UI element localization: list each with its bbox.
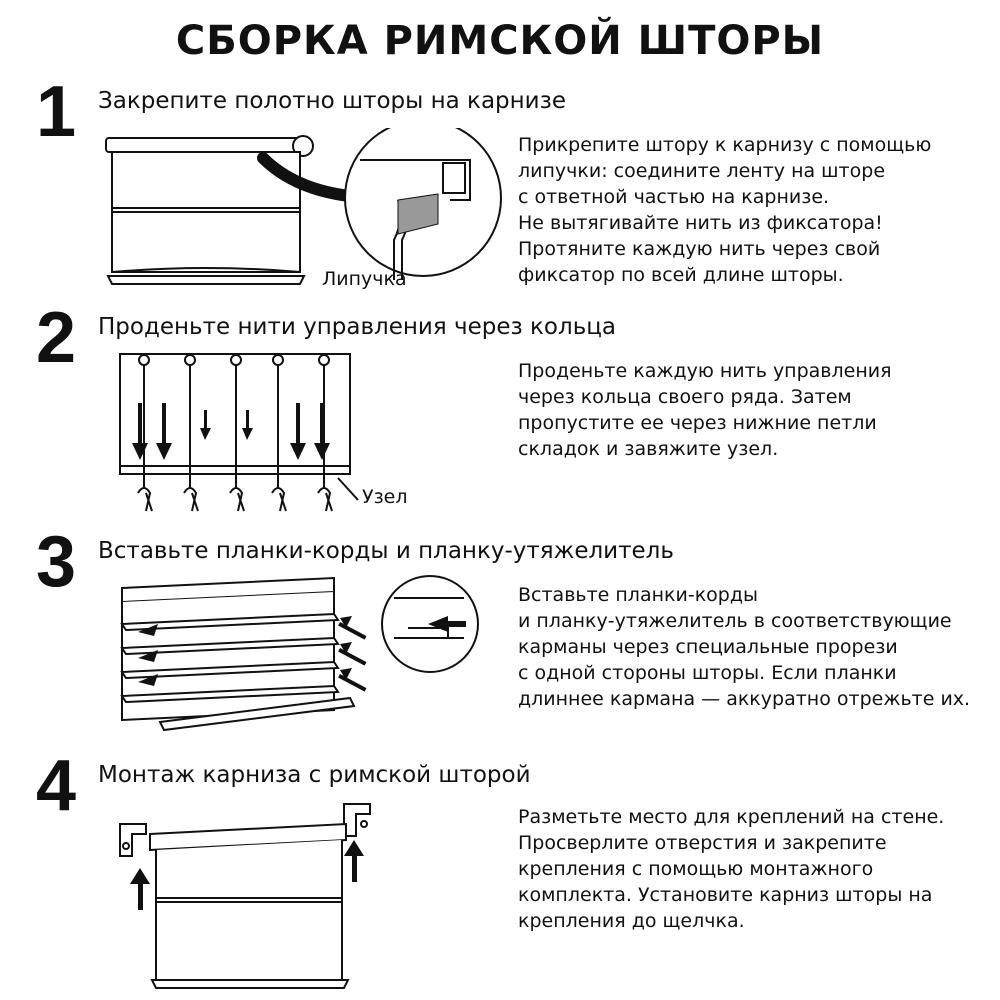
step-4-illustration <box>98 794 398 1000</box>
step-2-heading: Проденьте нити управления через кольца <box>98 314 616 340</box>
velcro-label: Липучка <box>322 268 407 290</box>
step-1-illustration <box>98 128 508 298</box>
rail-mounting-drawing <box>119 803 371 989</box>
step-2-number: 2 <box>36 298 77 378</box>
inserting-slats-drawing <box>120 575 479 732</box>
step-1: 1 Закрепите полотно шторы на карнизе <box>0 76 1000 326</box>
step-4-number: 4 <box>36 746 77 826</box>
step-4-description: Разметьте место для креплений на стене. … <box>518 806 945 932</box>
step-3-number: 3 <box>36 522 77 602</box>
step-3: 3 Вставьте планки-корды и планку-утяжели… <box>0 526 1000 776</box>
page-title: СБОРКА РИМСКОЙ ШТОРЫ <box>175 18 825 64</box>
step-4: 4 Монтаж карниза с римской шторой Размет… <box>0 750 1000 1000</box>
step-4-heading: Монтаж карниза с римской шторой <box>98 762 531 788</box>
threading-rings-drawing <box>119 353 359 512</box>
curtain-on-rail-drawing <box>105 128 502 285</box>
step-2: 2 Проденьте нити управления через кольца <box>0 302 1000 552</box>
step-3-heading: Вставьте планки-корды и планку-утяжелите… <box>98 538 674 564</box>
step-1-description: Прикрепите штору к карнизу с помощью лип… <box>518 134 932 286</box>
step-1-number: 1 <box>36 72 77 152</box>
knot-label: Узел <box>362 486 408 508</box>
step-3-description: Вставьте планки-корды и планку-утяжелите… <box>518 584 971 710</box>
step-2-description: Проденьте каждую нить управления через к… <box>518 360 892 460</box>
step-1-heading: Закрепите полотно шторы на карнизе <box>98 88 567 114</box>
step-2-illustration <box>98 348 428 513</box>
step-3-illustration <box>98 572 498 742</box>
